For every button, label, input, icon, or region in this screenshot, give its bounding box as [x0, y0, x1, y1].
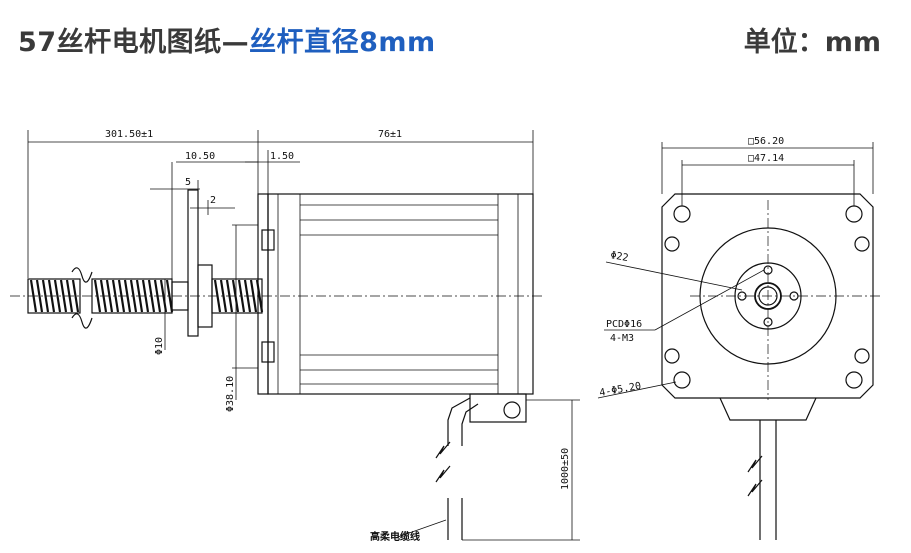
- thread-stroke: [243, 279, 252, 313]
- thread-stroke: [47, 279, 56, 313]
- dim-screw-dia: Φ10: [154, 337, 165, 355]
- thread-stroke: [41, 279, 50, 313]
- thread-stroke: [53, 279, 62, 313]
- front-view: □56.20 □47.14 Φ22 PCDΦ16 4-M3 4-Φ5.20: [597, 136, 880, 540]
- dim-boss-dia-front: Φ22: [609, 250, 629, 264]
- screw-threads: [29, 279, 264, 313]
- front-boss-inner: [734, 262, 802, 330]
- thread-stroke: [225, 279, 234, 313]
- unit-label: 单位：mm: [743, 27, 881, 58]
- thread-stroke: [71, 279, 80, 313]
- mount-holes: [664, 205, 870, 389]
- thread-stroke: [35, 279, 44, 313]
- motor-housing: [267, 193, 534, 395]
- side-view: 301.50±1 76±1 10.50 5 2 1.50 Φ10 Φ38.10 …: [10, 129, 580, 543]
- thread-stroke: [65, 279, 74, 313]
- dim-pcd-holes: 4-M3: [610, 333, 634, 344]
- thread-stroke: [249, 279, 258, 313]
- thread-stroke: [135, 279, 144, 313]
- mount-screw-bottom: [261, 341, 275, 363]
- screw-segment-left: [27, 278, 81, 314]
- dim-nut-offset: 10.50: [185, 151, 215, 162]
- thread-stroke: [105, 279, 114, 313]
- thread-stroke: [99, 279, 108, 313]
- thread-stroke: [59, 279, 68, 313]
- pcd-hole-left: [737, 291, 747, 301]
- dim-boss-dia: Φ38.10: [225, 376, 236, 412]
- thread-stroke: [123, 279, 132, 313]
- dim-motor-length: 76±1: [378, 129, 402, 140]
- title-main: 57丝杆电机图纸—: [18, 27, 250, 58]
- thread-stroke: [111, 279, 120, 313]
- pcd-hole-bottom: [763, 317, 773, 327]
- thread-stroke: [231, 279, 240, 313]
- front-outline: [661, 193, 874, 399]
- cable-exit: [469, 393, 527, 423]
- thread-stroke: [213, 279, 222, 313]
- dim-mount-holes: 4-Φ5.20: [599, 381, 642, 399]
- thread-stroke: [219, 279, 228, 313]
- front-boss-outer: [699, 227, 837, 365]
- nut-flange: [171, 189, 213, 337]
- pcd-hole-right: [789, 291, 799, 301]
- dim-hole-square: □47.14: [748, 153, 784, 164]
- thread-stroke: [141, 279, 150, 313]
- dim-nut-2: 2: [210, 195, 216, 206]
- dim-total-length: 301.50±1: [105, 129, 153, 140]
- thread-stroke: [237, 279, 246, 313]
- dim-nut-5: 5: [185, 177, 191, 188]
- header: 57丝杆电机图纸—丝杆直径8mm 单位：mm: [0, 0, 911, 80]
- thread-stroke: [93, 279, 102, 313]
- break-mark-bottom: [71, 313, 93, 329]
- cable-label: 高柔电缆线: [370, 530, 420, 543]
- thread-stroke: [147, 279, 156, 313]
- lead-screw: [27, 267, 264, 329]
- title-accent: 丝杆直径8mm: [249, 27, 436, 58]
- dim-flange: 1.50: [270, 151, 294, 162]
- dim-pcd: PCDΦ16: [606, 319, 642, 330]
- thread-stroke: [117, 279, 126, 313]
- motor-body-side: [257, 193, 534, 540]
- thread-stroke: [153, 279, 162, 313]
- nut-collar: [197, 264, 213, 328]
- thread-stroke: [165, 279, 174, 313]
- page-title: 57丝杆电机图纸—丝杆直径8mm: [18, 20, 436, 59]
- break-mark-top: [71, 267, 93, 283]
- thread-stroke: [29, 279, 38, 313]
- front-shaft: [754, 282, 782, 310]
- dim-cable-length: 1000±50: [560, 448, 571, 490]
- nut-flange-plate: [187, 189, 199, 337]
- dim-outer-square: □56.20: [748, 136, 784, 147]
- thread-stroke: [129, 279, 138, 313]
- mount-screw-top: [261, 229, 275, 251]
- side-dimensions: 301.50±1 76±1 10.50 5 2 1.50 Φ10 Φ38.10 …: [27, 129, 580, 543]
